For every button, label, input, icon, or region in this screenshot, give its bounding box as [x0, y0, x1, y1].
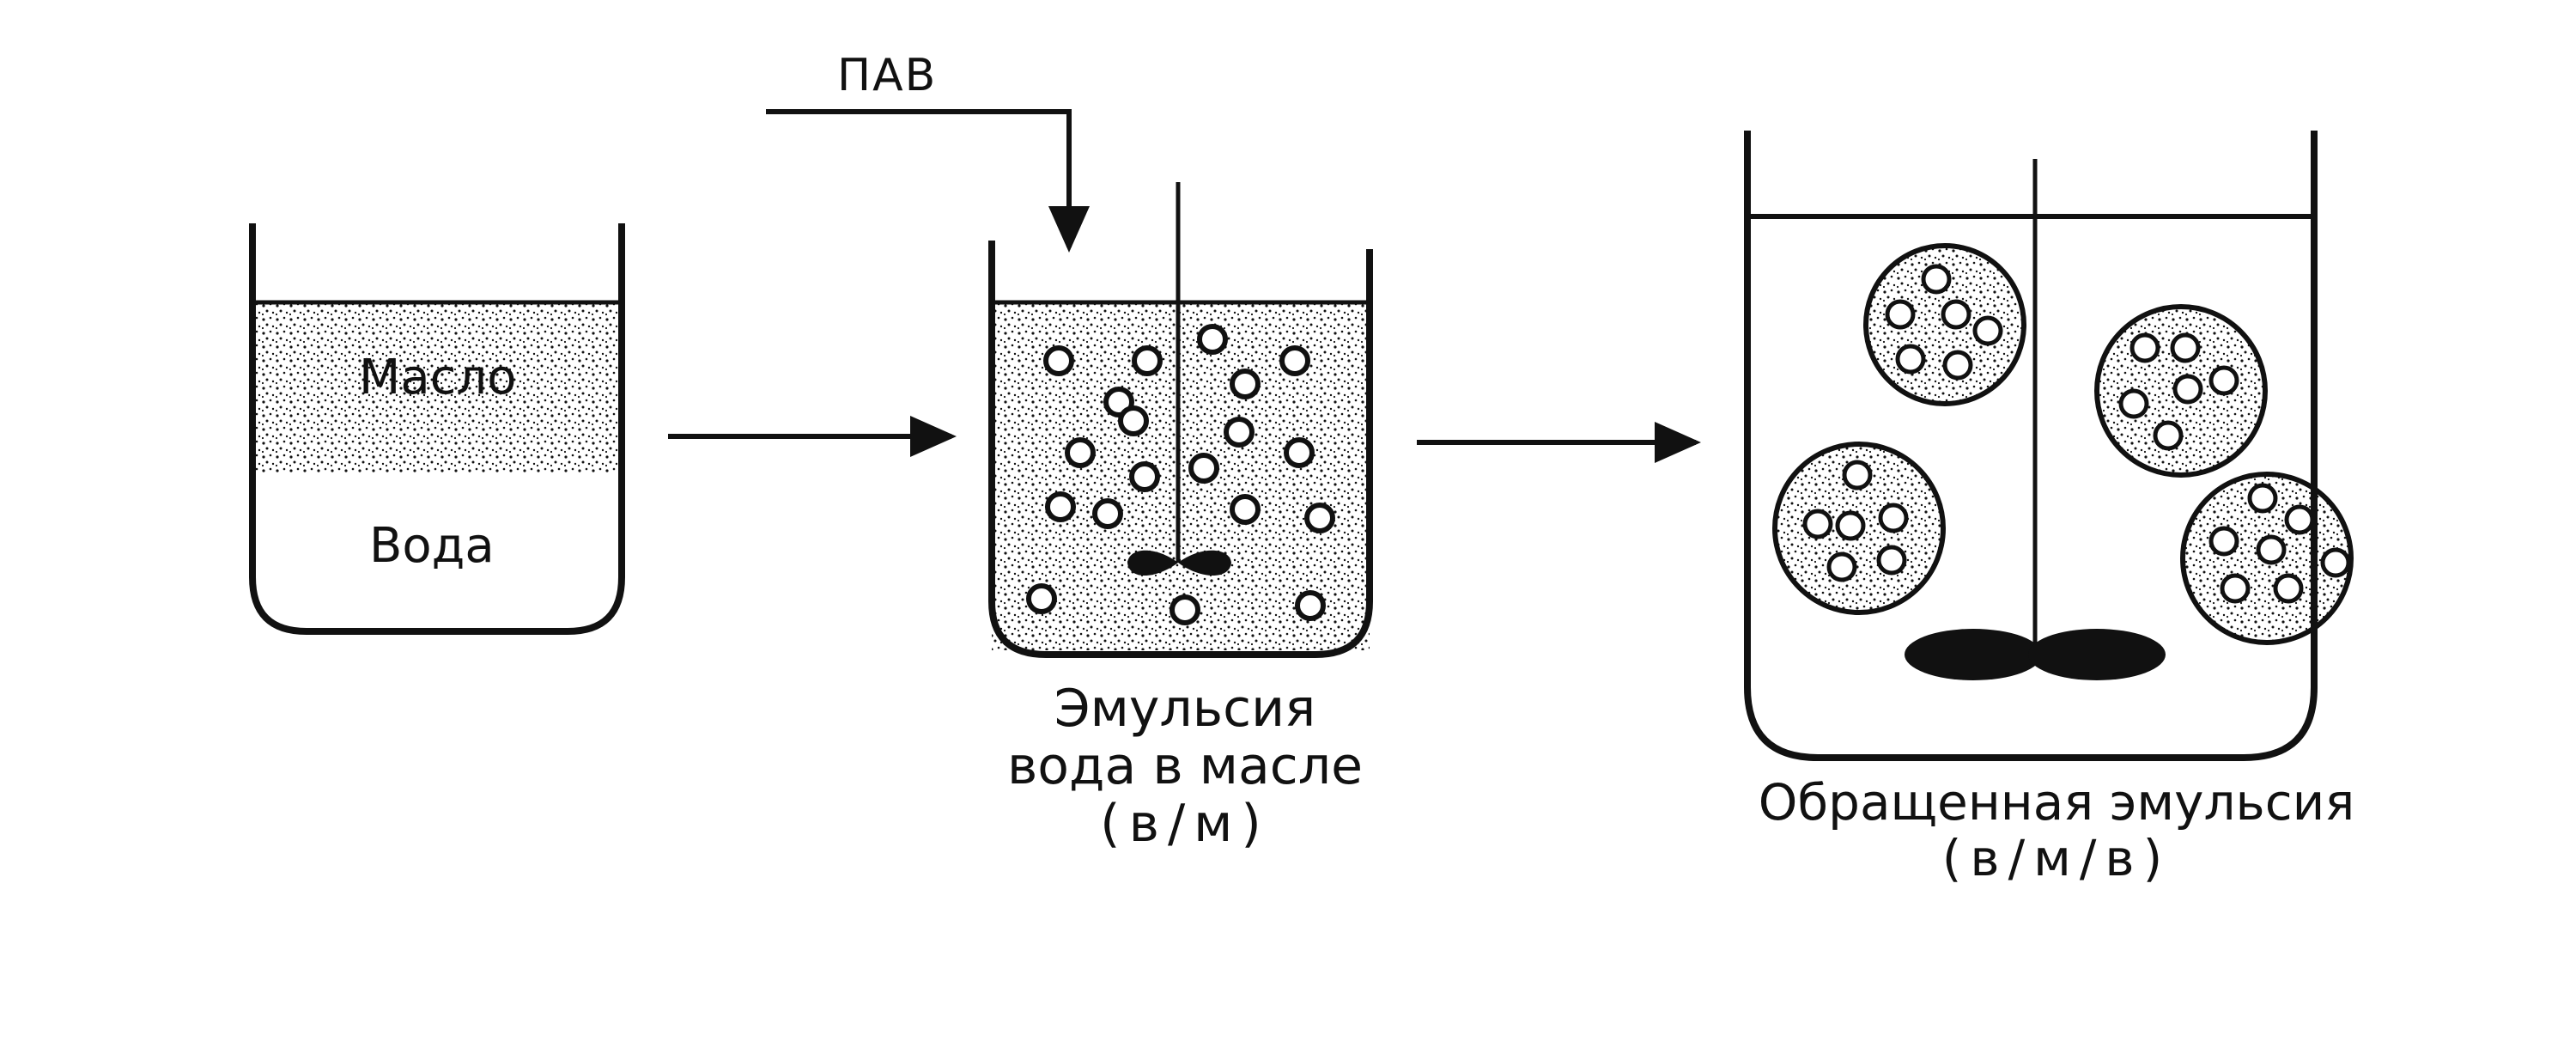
beaker-oil-water — [249, 223, 625, 635]
oil-globule — [2094, 304, 2268, 478]
oil-globule — [2180, 472, 2354, 645]
emulsion-caption-line-2: вода в масле — [1006, 736, 1364, 797]
stirrer-blades-large — [1905, 629, 2166, 680]
emulsion-caption: Эмульсия вода в масле (в/м) — [962, 679, 1408, 855]
inverted-caption-abbr: (в/м/в) — [1941, 828, 2172, 887]
stirrer-blades-small — [1127, 550, 1231, 576]
emulsion-caption-line-1: Эмульсия — [1054, 679, 1316, 739]
beaker-inverted-emulsion — [1744, 131, 2354, 761]
inverted-caption-line-1: Обращенная эмульсия — [1758, 773, 2355, 832]
oil-globule — [1863, 243, 2026, 406]
surfactant-arrow — [766, 109, 1090, 253]
water-layer-label: Вода — [369, 518, 495, 574]
beaker-3-outline — [1744, 131, 2318, 761]
beaker-2-outline — [988, 241, 1373, 658]
water-droplets — [1026, 324, 1335, 625]
oil-globules — [1772, 243, 2354, 645]
oil-globule — [1772, 442, 1946, 615]
beaker-1-outline — [249, 223, 625, 635]
oil-layer-label: Масло — [359, 350, 517, 405]
inverted-emulsion-caption: Обращенная эмульсия (в/м/в) — [1726, 775, 2387, 887]
emulsion-caption-abbr: (в/м) — [1100, 794, 1270, 855]
beaker-emulsion — [988, 182, 1373, 658]
oil-layer — [252, 302, 622, 474]
surfactant-label: ПАВ — [837, 50, 938, 101]
